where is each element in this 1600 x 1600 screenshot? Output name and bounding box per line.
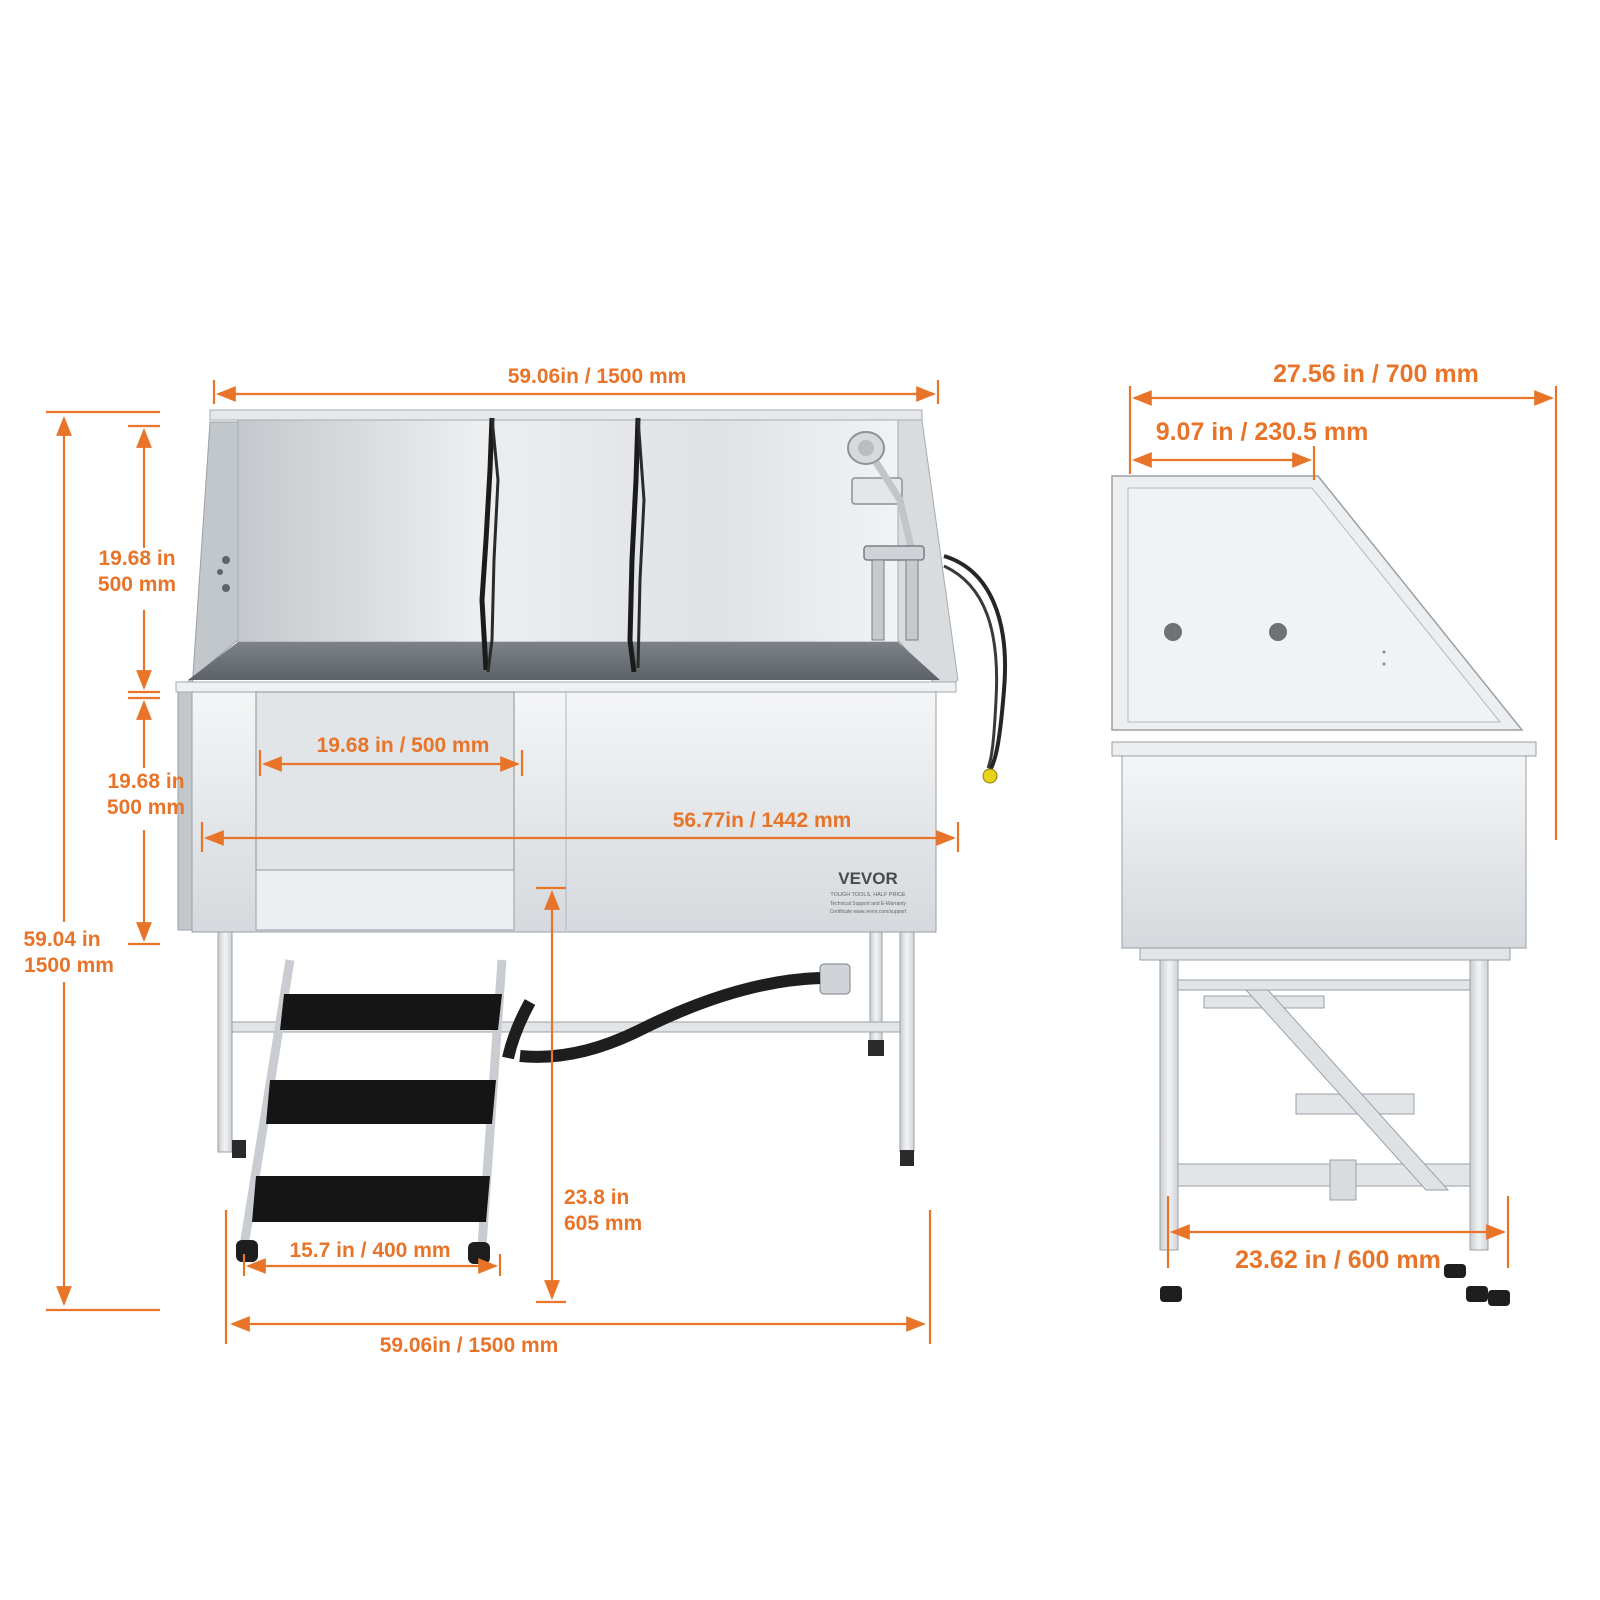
front-floor-clearance-label-line1: 23.8 in	[564, 1186, 629, 1209]
front-dimensions	[46, 380, 960, 1344]
front-door-width-label: 19.68 in / 500 mm	[317, 734, 490, 757]
front-overall-width-top-label: 59.06in / 1500 mm	[508, 365, 687, 388]
side-view-tub	[1111, 475, 1537, 1306]
front-ramp-width-label: 15.7 in / 400 mm	[289, 1239, 450, 1262]
brand-logo: VEVOR	[838, 869, 898, 888]
ramp-steps	[236, 959, 507, 1264]
brand-plate: VEVOR TOUGH TOOLS, HALF PRICE Technical …	[830, 869, 907, 915]
front-floor-clearance-label-line2: 605 mm	[564, 1212, 642, 1235]
shower-head-icon	[847, 431, 925, 641]
front-backsplash-height-label-line1: 19.68 in	[98, 547, 175, 570]
side-backsplash-depth-label: 9.07 in / 230.5 mm	[1156, 418, 1369, 446]
front-overall-height-label-line1: 59.04 in	[23, 928, 100, 951]
front-inner-length-label: 56.77in / 1442 mm	[673, 809, 852, 832]
front-tub-depth-label-line1: 19.68 in	[107, 770, 184, 793]
brand-tagline: TOUGH TOOLS, HALF PRICE	[830, 892, 906, 898]
brand-support-line2: Certificate www.vevor.com/support	[830, 909, 907, 915]
front-view-tub: VEVOR TOUGH TOOLS, HALF PRICE Technical …	[175, 409, 1007, 1264]
side-overall-depth-label: 27.56 in / 700 mm	[1273, 360, 1479, 388]
side-dimensions	[1128, 386, 1558, 1268]
side-frame-depth-label: 23.62 in / 600 mm	[1235, 1246, 1441, 1274]
brand-support-line1: Technical Support and E-Warranty	[830, 901, 906, 907]
front-overall-height-label-line2: 1500 mm	[24, 954, 114, 977]
front-backsplash-height-label-line2: 500 mm	[98, 573, 176, 596]
front-overall-width-bottom-label: 59.06in / 1500 mm	[380, 1334, 559, 1357]
front-tub-depth-label-line2: 500 mm	[107, 796, 185, 819]
